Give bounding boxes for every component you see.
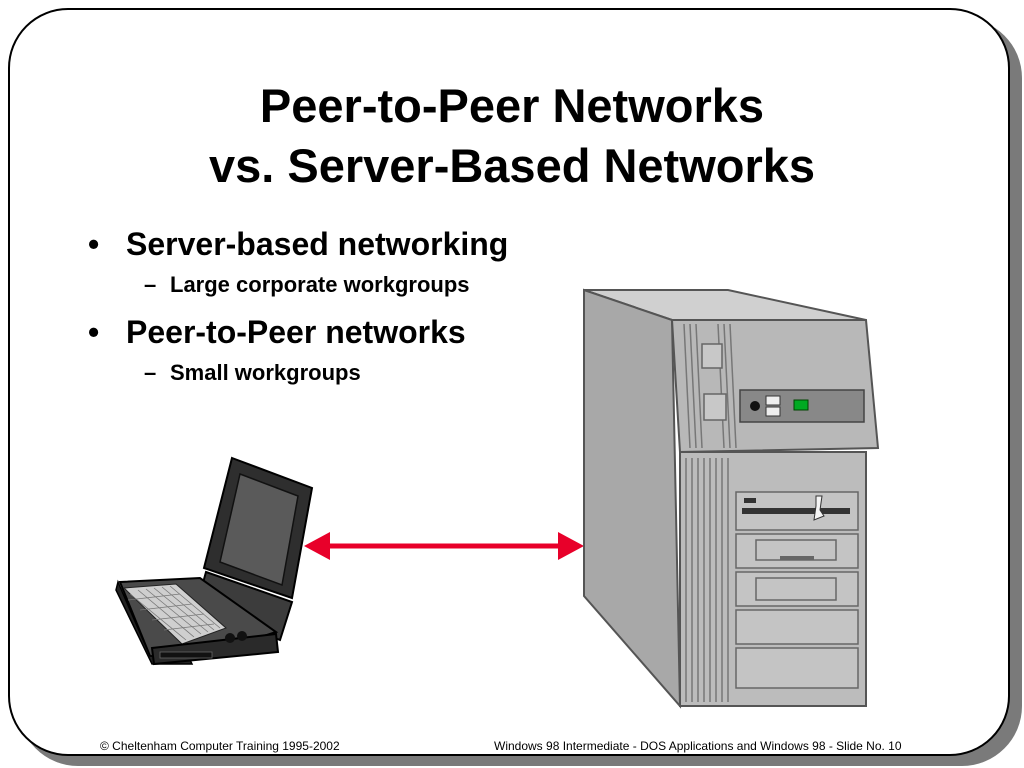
bullet-item: • Peer-to-Peer networks — [88, 312, 568, 352]
sub-bullet-text: Large corporate workgroups — [170, 272, 470, 297]
slide-title-line-2: vs. Server-Based Networks — [208, 139, 816, 192]
slide-title-line-1: Peer-to-Peer Networks — [259, 79, 765, 132]
bullet-item: • Server-based networking — [88, 224, 568, 264]
bullet-list: • Server-based networking – Large corpor… — [88, 224, 568, 400]
server-tower-icon — [583, 288, 880, 709]
bullet-text: Peer-to-Peer networks — [126, 314, 466, 350]
slide-title: Peer-to-Peer Networks vs. Server-Based N… — [0, 76, 1024, 196]
bullet-glyph: • — [88, 226, 100, 262]
sub-bullet-item: – Large corporate workgroups — [88, 270, 568, 300]
bullet-text: Server-based networking — [126, 226, 509, 262]
dash-glyph: – — [144, 272, 157, 297]
bullet-glyph: • — [88, 314, 100, 350]
sub-bullet-text: Small workgroups — [170, 360, 361, 385]
laptop-icon — [115, 456, 314, 666]
double-arrow-icon — [304, 532, 584, 560]
footer-copyright: © Cheltenham Computer Training 1995-2002 — [100, 739, 340, 753]
sub-bullet-item: – Small workgroups — [88, 358, 568, 388]
dash-glyph: – — [144, 360, 157, 385]
footer-slide-info: Windows 98 Intermediate - DOS Applicatio… — [494, 739, 902, 753]
